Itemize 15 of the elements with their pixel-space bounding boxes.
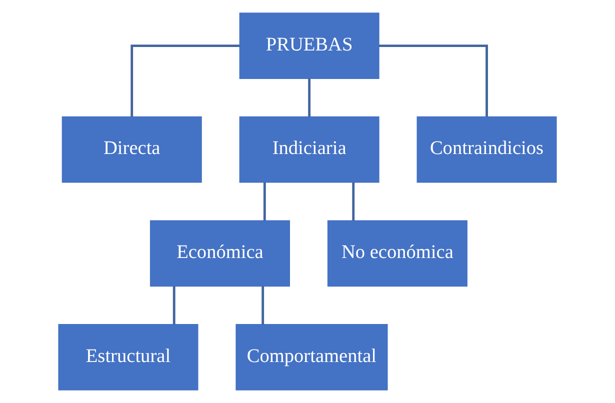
connector [263,182,266,221]
node-box: Económica [150,220,290,287]
connector [352,182,355,221]
connector [262,286,264,325]
connector [378,44,488,117]
node-box: Directa [62,116,202,183]
node-box: No económica [327,220,468,287]
node-box: Indiciaria [239,116,380,183]
node-box: PRUEBAS [239,12,380,79]
connector [172,286,176,325]
node-box: Comportamental [236,324,388,390]
connector [308,78,311,117]
node-box: Estructural [58,324,198,390]
node-box: Contraindicios [416,116,557,183]
connector [130,44,240,117]
